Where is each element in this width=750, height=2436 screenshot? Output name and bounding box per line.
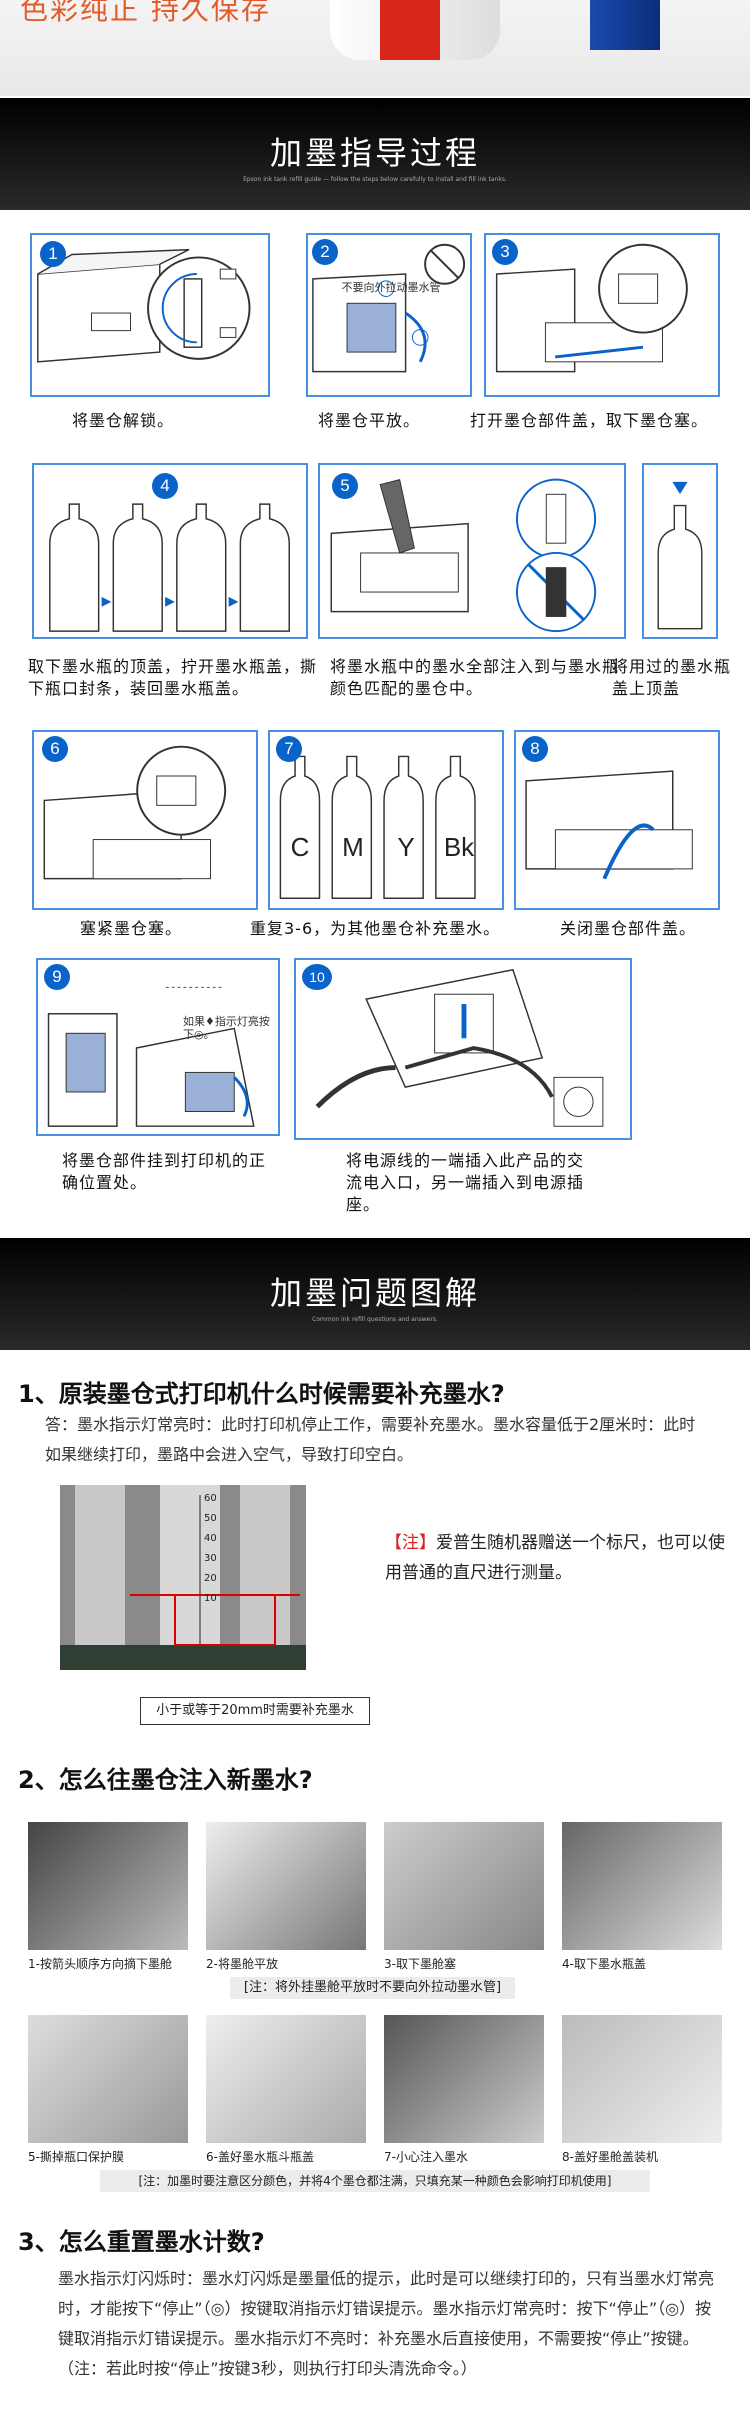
step-number: 7 (276, 736, 302, 762)
photo-step-3 (384, 1822, 544, 1950)
hang-tank-illustration (47, 986, 255, 1127)
step-6-panel: 6 (32, 730, 258, 910)
photo-caption-5: 5-撕掉瓶口保护膜 (28, 2150, 124, 2164)
step-8-panel: 8 (514, 730, 720, 910)
step-number: 4 (152, 473, 178, 499)
question-3-title: 3、怎么重置墨水计数? (18, 2228, 265, 2256)
fill-ink-illustration (330, 478, 597, 633)
section-title: 加墨指导过程 (269, 134, 480, 172)
step-7-caption: 重复3-6，为其他墨仓补充墨水。 (250, 919, 501, 938)
close-cover-illustration (525, 770, 693, 880)
step-5-caption: 将墨水瓶中的墨水全部注入到与墨水瓶颜色匹配的墨仓中。 (330, 657, 620, 698)
step-2-caption: 将墨仓平放。 (318, 411, 421, 430)
question-1-answer: 答：墨水指示灯常亮时：此时打印机停止工作，需要补充墨水。墨水容量低于2厘米时：此… (45, 1415, 696, 1464)
section-header-faq: 加墨问题图解 Common ink refill questions and a… (0, 1238, 750, 1350)
photo-caption-6: 6-盖好墨水瓶斗瓶盖 (206, 2150, 314, 2164)
photo-step-8 (562, 2015, 722, 2143)
four-bottles-illustration (279, 755, 476, 899)
top-banner: 色彩纯正 持久保存 (0, 0, 750, 96)
open-bottle-illustration (49, 503, 290, 632)
cap-bottle-illustration (657, 481, 703, 630)
ruler-caption: 小于或等于20mm时需要补充墨水 (140, 1697, 370, 1725)
photo-caption-2: 2-将墨舱平放 (206, 1957, 278, 1971)
note-bar-2: [注：加墨时要注意区分颜色，并将4个墨仓都注满，只填充某一种颜色会影响打印机使用… (100, 2170, 650, 2192)
ruler-photo: 60 50 40 30 20 10 (60, 1485, 306, 1670)
step-6-caption: 塞紧墨仓塞。 (80, 919, 183, 938)
photo-caption-7: 7-小心注入墨水 (384, 2150, 468, 2164)
question-3-text: 墨水指示灯闪烁时：墨水灯闪烁是墨量低的提示，此时是可以继续打印的，只有当墨水灯常… (58, 2269, 715, 2378)
printer-unlock-illustration (37, 248, 251, 363)
photo-step-1 (28, 1822, 188, 1950)
step-10-caption: 将电源线的一端插入此产品的交流电入口，另一端插入到电源插座。 (346, 1151, 585, 1214)
bottle-label-m: M (342, 832, 364, 862)
step-number: 10 (302, 964, 332, 990)
step-2-panel: 2 不要向外拉动墨水管 (306, 233, 472, 397)
bottle-label-c: C (290, 832, 310, 862)
ruler-note: 【注】爱普生随机器赠送一个标尺，也可以使用普通的直尺进行测量。 (385, 1528, 730, 1588)
section-header-guide: 加墨指导过程 Epson ink tank refill guide — fol… (0, 98, 750, 210)
step-2-warning: 不要向外拉动墨水管 (341, 281, 441, 294)
step-4-panel: 4 (32, 463, 308, 639)
step-number: 3 (492, 239, 518, 265)
ruler-ticks: 60 50 40 30 20 10 (204, 1493, 217, 1604)
photo-caption-4: 4-取下墨水瓶盖 (562, 1957, 646, 1971)
section-title: 加墨问题图解 (269, 1274, 480, 1312)
step-9-hint: 如果♦指示灯亮按下◎。 (183, 1015, 270, 1041)
step-8-caption: 关闭墨仓部件盖。 (560, 919, 697, 938)
photo-step-4 (562, 1822, 722, 1950)
question-1-title: 1、原装墨仓式打印机什么时候需要补充墨水? (18, 1380, 505, 1408)
photo-step-2 (206, 1822, 366, 1950)
step-10-panel: 10 (294, 958, 632, 1140)
note-text: 爱普生随机器赠送一个标尺，也可以使用普通的直尺进行测量。 (385, 1533, 725, 1583)
photo-step-5 (28, 2015, 188, 2143)
section-subtitle: Epson ink tank refill guide — follow the… (243, 176, 507, 183)
step-3-panel: 3 (484, 233, 720, 397)
power-cable-illustration (315, 968, 604, 1127)
step-number: 2 (312, 239, 338, 265)
photo-step-6 (206, 2015, 366, 2143)
note-bar-1: [注：将外挂墨舱平放时不要向外拉动墨水管] (230, 1977, 515, 1999)
step-5b-caption: 将用过的墨水瓶盖上顶盖 (612, 657, 732, 698)
step-number: 9 (44, 964, 70, 990)
lay-tank-flat-illustration (312, 243, 466, 373)
step-9-panel: 9 如果♦指示灯亮按下◎。 (36, 958, 280, 1136)
ruler-illustration (60, 1485, 306, 1670)
step-7-panel: 7 C M Y Bk (268, 730, 504, 910)
step-5-panel: 5 (318, 463, 626, 639)
step-number: 5 (332, 473, 358, 499)
open-cover-illustration (495, 243, 688, 373)
photo-caption-8: 8-盖好墨舱盖装机 (562, 2150, 658, 2164)
bottle-label-bk: Bk (443, 832, 475, 862)
close-stopper-illustration (43, 745, 227, 880)
step-9-caption: 将墨仓部件挂到打印机的正确位置处。 (62, 1151, 267, 1192)
step-number: 8 (522, 736, 548, 762)
step-3-caption: 打开墨仓部件盖，取下墨仓塞。 (470, 411, 709, 430)
photo-caption-1: 1-按箭头顺序方向摘下墨舱 (28, 1957, 172, 1971)
banner-slogan: 色彩纯正 持久保存 (20, 0, 271, 26)
photo-step-7 (384, 2015, 544, 2143)
step-4-caption: 取下墨水瓶的顶盖，拧开墨水瓶盖，撕下瓶口封条，装回墨水瓶盖。 (28, 657, 318, 698)
ink-box-blue (590, 0, 660, 50)
question-2-title: 2、怎么往墨仓注入新墨水? (18, 1766, 313, 1794)
step-5b-panel (642, 463, 718, 639)
step-1-caption: 将墨仓解锁。 (72, 411, 175, 430)
ink-box-red (380, 0, 440, 60)
bottle-label-y: Y (397, 832, 415, 862)
photo-caption-3: 3-取下墨舱塞 (384, 1957, 456, 1971)
step-number: 6 (42, 736, 68, 762)
step-number: 1 (40, 241, 66, 267)
step-1-panel: 1 (30, 233, 270, 397)
section-subtitle: Common ink refill questions and answers. (312, 1316, 438, 1323)
note-tag: 【注】 (385, 1533, 436, 1553)
